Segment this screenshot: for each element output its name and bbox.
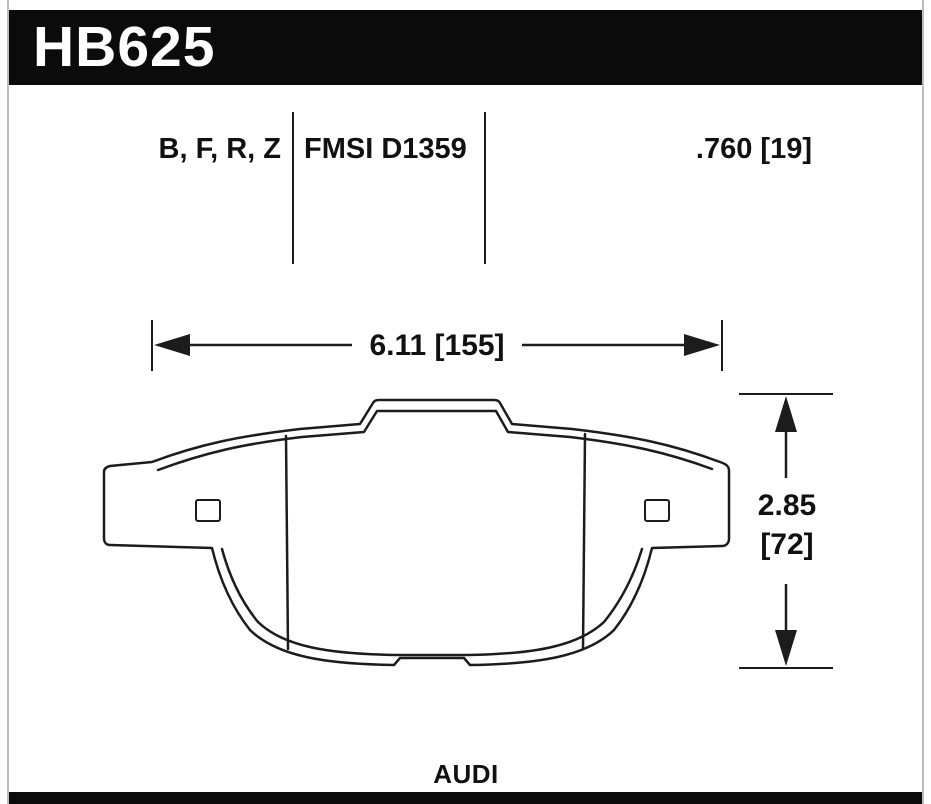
height-bracket: [72] <box>760 528 814 561</box>
height-value: 2.85 <box>757 489 817 522</box>
arrowhead-down-icon <box>775 630 797 666</box>
brake-pad-drawing <box>102 398 731 667</box>
arrowhead-left-icon <box>154 334 190 356</box>
width-dimension-label: 6.11 [155] <box>369 329 505 362</box>
spec-thickness: .760 [19] <box>695 133 812 165</box>
spec-fmsi: FMSI D1359 <box>304 133 467 165</box>
friction-edge-left-line <box>284 434 290 651</box>
right-ear-tab <box>644 499 670 522</box>
arrowhead-right-icon <box>684 334 720 356</box>
spec-compounds: B, F, R, Z <box>158 133 281 165</box>
part-number-title: HB625 <box>33 15 216 79</box>
right-frame-line <box>922 0 924 804</box>
friction-edge-right-line <box>581 432 587 651</box>
header-bar: HB625 <box>9 10 922 85</box>
left-ear-tab <box>195 499 221 522</box>
left-frame-line <box>7 0 9 804</box>
height-dimension-label: 2.85 [72] <box>758 486 816 564</box>
vehicle-label: AUDI <box>433 759 499 789</box>
pad-outer-outline <box>102 398 731 667</box>
footer-bar <box>9 792 922 804</box>
pad-inner-top-line <box>156 409 714 472</box>
pad-inner-bottom-line <box>220 547 644 657</box>
arrowhead-up-icon <box>775 396 797 432</box>
